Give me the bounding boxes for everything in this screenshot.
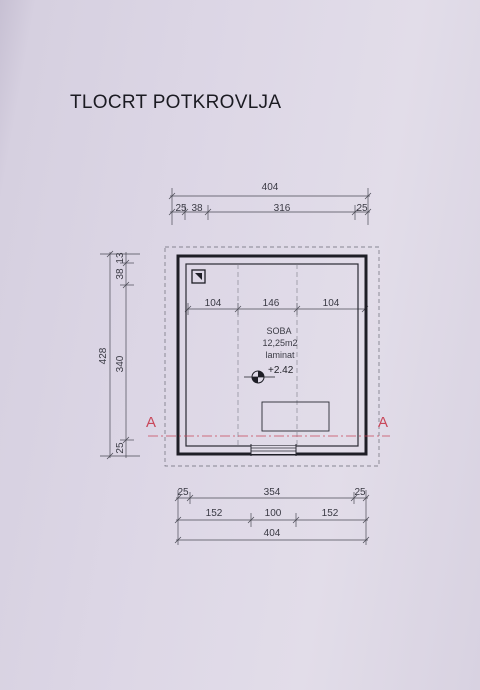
dim-left-seg-b: 38 [115,268,126,280]
dim-top-seg-right: 25 [356,203,368,214]
dim-left-seg-mid: 340 [115,355,126,372]
vent-fill [195,273,202,280]
dim-top-seg-mid: 316 [274,203,291,214]
room-level: +2.42 [268,365,294,376]
bed-furniture [261,401,330,432]
section-label-right: A [378,414,388,431]
dim-bottom-seg-left: 25 [177,487,189,498]
dim-left-seg-bot: 25 [115,442,126,454]
room-area: 12,25m2 [262,338,297,348]
dim-inner-b: 146 [263,298,280,309]
dim-bottom-seg-right: 25 [354,487,366,498]
page-title: TLOCRT POTKROVLJA [70,92,282,113]
dim-inner-a: 104 [205,298,222,309]
dim-top-overall: 404 [262,182,279,193]
roof-outline-dashed [164,246,380,467]
dim-top-seg-a: 25 [175,203,187,214]
dim-bottom-w2: 100 [265,508,282,519]
dim-bottom-w3: 152 [322,508,339,519]
dim-bottom-w1: 152 [206,508,223,519]
room-name: SOBA [266,326,291,336]
section-label-left: A [146,414,156,431]
dim-bottom-overall: 404 [264,528,281,539]
dim-left-overall: 428 [98,347,109,364]
room-floor: laminat [265,350,295,360]
dim-top-seg-b: 38 [191,203,203,214]
vent-symbol [191,269,206,284]
dim-bottom-seg-mid: 354 [264,487,281,498]
dim-inner-c: 104 [323,298,340,309]
dim-left-seg-a: 13 [115,252,126,264]
